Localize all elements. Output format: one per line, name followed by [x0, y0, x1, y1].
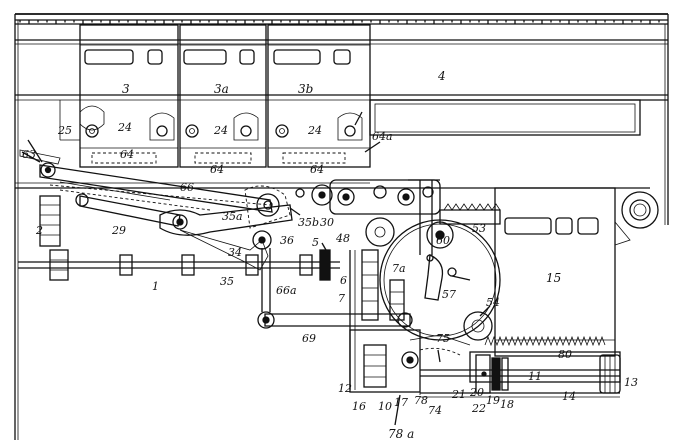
label-18: 18 [500, 398, 514, 411]
label-16: 16 [352, 400, 366, 413]
label-5: 5 [312, 236, 319, 249]
label-78a: 78 a [388, 427, 414, 441]
label-34: 34 [228, 246, 242, 259]
large-wheel-53 [379, 219, 501, 341]
label-35a: 35a [222, 210, 243, 223]
label-69: 69 [302, 332, 316, 345]
label-4: 4 [437, 69, 446, 83]
label-48: 48 [335, 232, 350, 245]
label-66a: 66a [276, 284, 297, 297]
label-3a: 3a [214, 82, 229, 96]
label-19: 19 [486, 394, 500, 407]
gear-train-6-7 [349, 217, 405, 390]
label-66: 66 [180, 181, 194, 194]
slide-bar-30 [329, 179, 501, 255]
label-64a: 64a [372, 130, 393, 143]
label-24-b: 24 [213, 124, 228, 137]
label-35: 35 [220, 275, 234, 288]
label-78: 78 [414, 394, 428, 407]
reference-labels: 3 3a 3b 4 24 24 24 25 63 64 64 64 64a 66… [22, 69, 638, 441]
label-12: 12 [338, 382, 352, 395]
label-20: 20 [469, 386, 484, 399]
label-64-b: 64 [210, 163, 224, 176]
right-unit-15 [494, 187, 659, 357]
label-15: 15 [546, 271, 561, 285]
label-54: 54 [486, 296, 500, 309]
main-shaft-1 [18, 249, 340, 281]
label-17: 17 [394, 396, 408, 409]
label-11: 11 [528, 370, 542, 383]
label-1: 1 [152, 280, 159, 293]
label-36: 36 [280, 234, 294, 247]
label-7a: 7a [392, 262, 406, 275]
label-57: 57 [442, 288, 456, 301]
spring-and-shaft [420, 335, 621, 398]
label-30: 30 [320, 216, 334, 229]
label-64-a: 64 [120, 148, 134, 161]
label-22: 22 [471, 402, 486, 415]
label-25: 25 [57, 124, 72, 137]
top-scale-bar [15, 13, 668, 25]
label-6: 6 [340, 274, 347, 287]
label-60: 60 [436, 234, 450, 247]
lower-gear-assembly [349, 329, 471, 395]
label-29: 29 [111, 224, 126, 237]
label-63: 63 [22, 148, 36, 161]
label-64-c: 64 [310, 163, 324, 176]
label-21: 21 [451, 388, 466, 401]
label-35b: 35b [298, 216, 319, 229]
label-24-c: 24 [307, 124, 322, 137]
label-53: 53 [472, 222, 486, 235]
carrier-3b [267, 24, 371, 168]
label-80: 80 [558, 348, 572, 361]
label-13: 13 [624, 376, 638, 389]
carrier-3 [79, 24, 179, 168]
label-74: 74 [428, 404, 442, 417]
label-24-a: 24 [117, 121, 132, 134]
linkage-arms [19, 149, 293, 271]
label-7: 7 [338, 292, 345, 305]
leader-lines [21, 111, 491, 426]
label-10: 10 [378, 400, 392, 413]
label-3b: 3b [298, 82, 313, 96]
left-gear-stack [39, 195, 69, 281]
label-14: 14 [562, 390, 576, 403]
label-75: 75 [436, 332, 450, 345]
carrier-3a [179, 24, 267, 168]
label-2: 2 [35, 224, 43, 237]
link-69 [257, 248, 413, 329]
pivot-assembly [244, 184, 333, 250]
label-3: 3 [122, 82, 130, 96]
